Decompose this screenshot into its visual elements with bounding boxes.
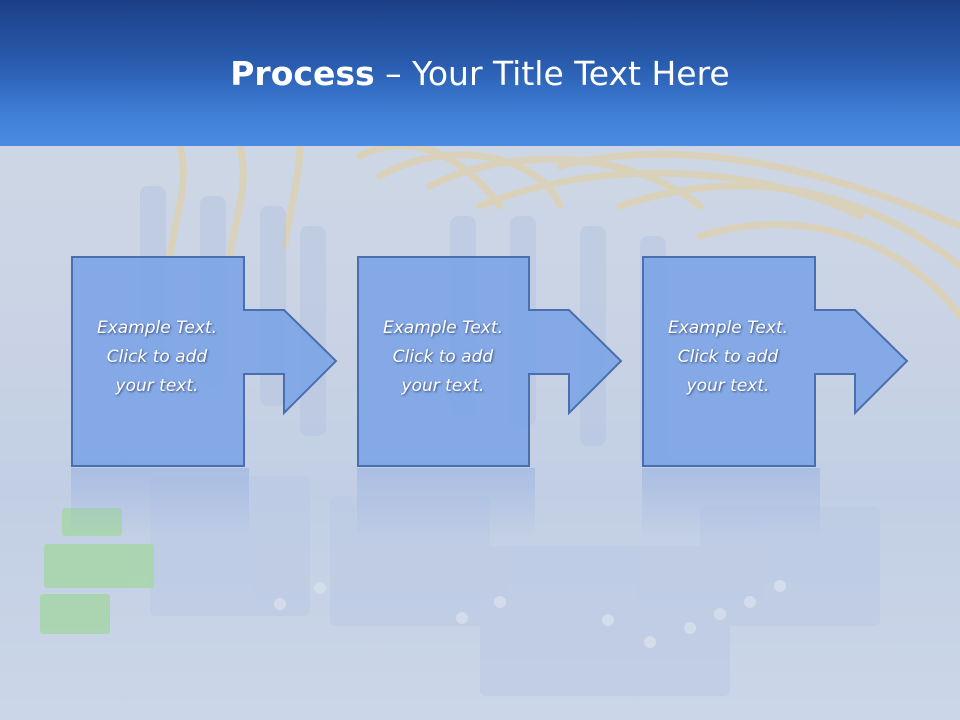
process-step-2[interactable]: Example Text. Click to add your text.: [357, 256, 625, 468]
step-text: Example Text. Click to add your text.: [71, 314, 243, 401]
step-arrow-shape: [642, 256, 909, 467]
step-text-line2: Click to add: [677, 347, 779, 367]
step-text-line1: Example Text.: [382, 318, 504, 338]
step-text-line1: Example Text.: [96, 318, 218, 338]
step-text-line1: Example Text.: [667, 318, 789, 338]
step-text-line2: Click to add: [106, 347, 208, 367]
step-text: Example Text. Click to add your text.: [642, 314, 814, 401]
step-reflection: [357, 468, 535, 538]
title-bold: Process: [230, 54, 375, 93]
step-reflection: [642, 468, 820, 538]
step-text-line3: your text.: [686, 376, 770, 396]
slide-title[interactable]: Process – Your Title Text Here: [0, 52, 960, 96]
process-step-3[interactable]: Example Text. Click to add your text.: [642, 256, 910, 468]
step-text: Example Text. Click to add your text.: [357, 314, 529, 401]
process-step-1[interactable]: Example Text. Click to add your text.: [71, 256, 339, 468]
step-reflection: [71, 468, 249, 538]
step-text-line3: your text.: [401, 376, 485, 396]
step-arrow-shape: [71, 256, 338, 467]
title-rest: – Your Title Text Here: [374, 54, 730, 93]
step-arrow-shape: [357, 256, 623, 467]
header-band: Process – Your Title Text Here: [0, 0, 960, 146]
step-text-line3: your text.: [115, 376, 199, 396]
step-text-line2: Click to add: [392, 347, 494, 367]
